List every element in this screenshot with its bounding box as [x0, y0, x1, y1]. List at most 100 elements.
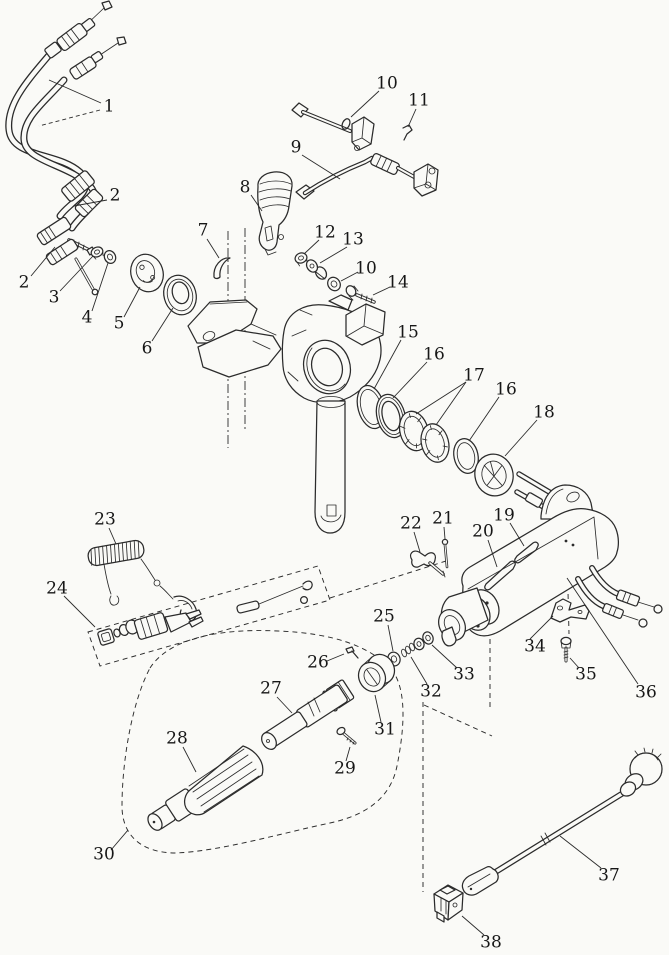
callout-24-leader — [63, 595, 96, 628]
callout-13-leader — [319, 246, 348, 264]
callout-3-leader — [59, 255, 94, 292]
callout-27-leader — [276, 696, 293, 714]
callout-4: 4 — [82, 308, 93, 328]
cable-end-washer — [103, 250, 117, 264]
bushing — [305, 259, 328, 280]
callout-16: 16 — [423, 345, 445, 365]
housing-slot-20 — [484, 560, 516, 591]
callout-13: 13 — [342, 230, 364, 250]
callout-29: 29 — [334, 759, 356, 779]
callout-5: 5 — [114, 314, 125, 334]
callout-34-leader — [529, 615, 554, 640]
shift-rod-assembly — [291, 102, 439, 200]
callout-21: 21 — [432, 509, 454, 529]
cable-adjuster — [36, 216, 72, 246]
callout-2-leader — [30, 246, 56, 277]
bolt — [345, 285, 376, 304]
front-slot — [441, 626, 457, 647]
grip-screw — [336, 726, 357, 745]
callout-21-leader — [443, 526, 446, 540]
shift-lever — [257, 171, 293, 256]
callout-12: 12 — [314, 223, 336, 243]
callout-20: 20 — [472, 522, 494, 542]
callout-34: 34 — [524, 637, 546, 657]
cable-tip — [116, 36, 127, 46]
callout-11: 11 — [408, 91, 430, 111]
washer-spring-set — [387, 631, 434, 667]
throttle-cam — [130, 253, 164, 293]
callout-2: 2 — [19, 273, 30, 293]
kill-switch-box — [87, 565, 331, 667]
callout-23: 23 — [94, 510, 116, 530]
callout-10-leader — [350, 90, 380, 118]
callout-16-leader — [468, 396, 500, 442]
steering-friction-rod — [461, 747, 663, 896]
callout-4-leader — [91, 262, 109, 312]
callout-8-leader — [250, 194, 263, 212]
callout-36-leader — [566, 577, 639, 685]
cable-adjuster — [45, 238, 79, 266]
rod-clamp-block — [433, 884, 464, 923]
grip-group-outline — [121, 630, 404, 854]
washer — [327, 276, 341, 292]
callout-1: 1 — [104, 97, 115, 117]
callout-32: 32 — [420, 682, 442, 702]
callout-6-leader — [151, 307, 174, 342]
cable-end-nut — [90, 246, 104, 260]
callout-31: 31 — [374, 720, 396, 740]
callout-16: 16 — [495, 380, 517, 400]
callout-10: 10 — [355, 259, 377, 279]
callout-30-leader — [110, 829, 129, 851]
callout-38: 38 — [480, 933, 502, 953]
pivot-fasteners — [294, 252, 376, 304]
callout-19-leader — [509, 522, 525, 547]
callout-31-leader — [374, 694, 382, 723]
throttle-grip-assembly — [121, 630, 404, 854]
callout-18-leader — [504, 419, 538, 457]
callout-16-leader — [392, 361, 428, 399]
swivel-bracket — [187, 294, 386, 534]
callout-22: 22 — [400, 514, 422, 534]
callout-22-leader — [413, 531, 421, 553]
callout-24: 24 — [46, 579, 68, 599]
callout-18: 18 — [533, 403, 555, 423]
callout-37-leader — [559, 835, 602, 869]
callout-15: 15 — [397, 323, 419, 343]
callout-2-leader — [73, 199, 108, 207]
callout-30: 30 — [93, 845, 115, 865]
o-ring-16b — [453, 438, 479, 474]
cam-seal-ring — [163, 274, 197, 316]
seal-and-bearing-rings — [356, 384, 514, 497]
tiller-handle-housing — [438, 471, 663, 647]
rod-flat-tip — [461, 865, 499, 896]
lanyard-coil — [87, 539, 198, 622]
callout-5-leader — [123, 286, 141, 318]
callout-1-leader — [38, 109, 101, 127]
throttle-cables — [5, 0, 127, 296]
thumb-screw — [409, 550, 446, 578]
callout-26-leader — [326, 653, 345, 662]
housing-slot-19 — [514, 541, 539, 564]
grip-bushing — [357, 653, 396, 693]
callout-9: 9 — [291, 138, 302, 158]
nut — [294, 252, 308, 267]
callout-23-leader — [108, 527, 117, 545]
callout-10-leader — [340, 271, 359, 282]
cotter-clip — [402, 124, 413, 141]
callout-25: 25 — [373, 607, 395, 627]
callout-1-leader — [48, 79, 102, 104]
callout-29-leader — [345, 746, 351, 762]
callout-14-leader — [372, 286, 391, 296]
callout-28-leader — [182, 746, 197, 773]
cable-coupling — [61, 170, 95, 202]
callout-15-leader — [373, 339, 402, 390]
callout-19: 19 — [493, 506, 515, 526]
callout-25-leader — [387, 624, 394, 652]
throttle-shaft — [261, 679, 355, 750]
callout-14: 14 — [387, 273, 409, 293]
callout-33: 33 — [453, 665, 475, 685]
callout-35: 35 — [575, 665, 597, 685]
